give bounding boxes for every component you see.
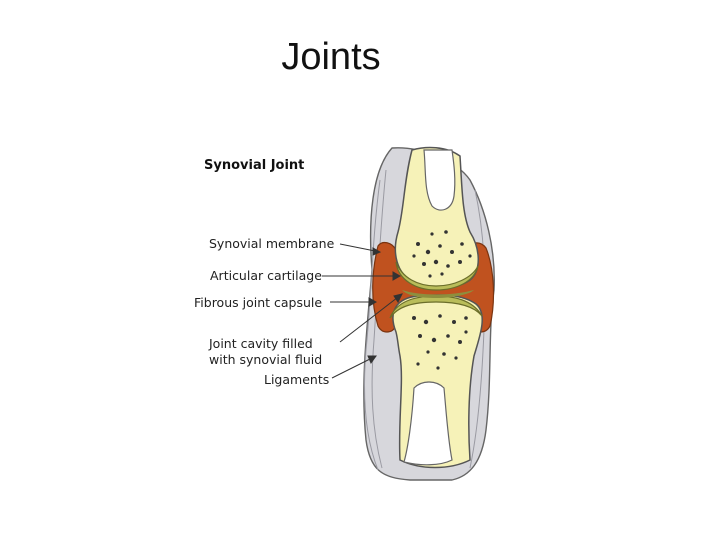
joint-cavity (402, 290, 474, 298)
ligament-fiber (364, 179, 381, 471)
label-joint-cavity-line2: with synovial fluid (209, 352, 323, 367)
slide-title: Joints (281, 36, 381, 78)
spongy-bone-lower (412, 314, 468, 370)
label-joint-cavity-line1: Joint cavity filled (209, 336, 313, 351)
leader-joint-cavity (339, 293, 403, 343)
upper-bone (394, 146, 479, 289)
leader-lines (322, 243, 403, 379)
leader-ligaments (331, 355, 377, 379)
diagram-heading: Synovial Joint (204, 158, 305, 173)
ligament-fiber (371, 169, 387, 469)
label-fibrous-joint-capsule: Fibrous joint capsule (194, 295, 323, 310)
label-articular-cartilage: Articular cartilage (210, 268, 322, 283)
label-synovial-membrane: Synovial membrane (209, 236, 335, 251)
upper-medullary-cavity (423, 149, 456, 211)
spongy-bone-upper (412, 230, 472, 278)
articular-cartilage-upper (395, 261, 479, 291)
label-ligaments: Ligaments (264, 372, 330, 387)
articular-cartilage-lower (389, 295, 483, 319)
lower-medullary-cavity (403, 381, 453, 466)
